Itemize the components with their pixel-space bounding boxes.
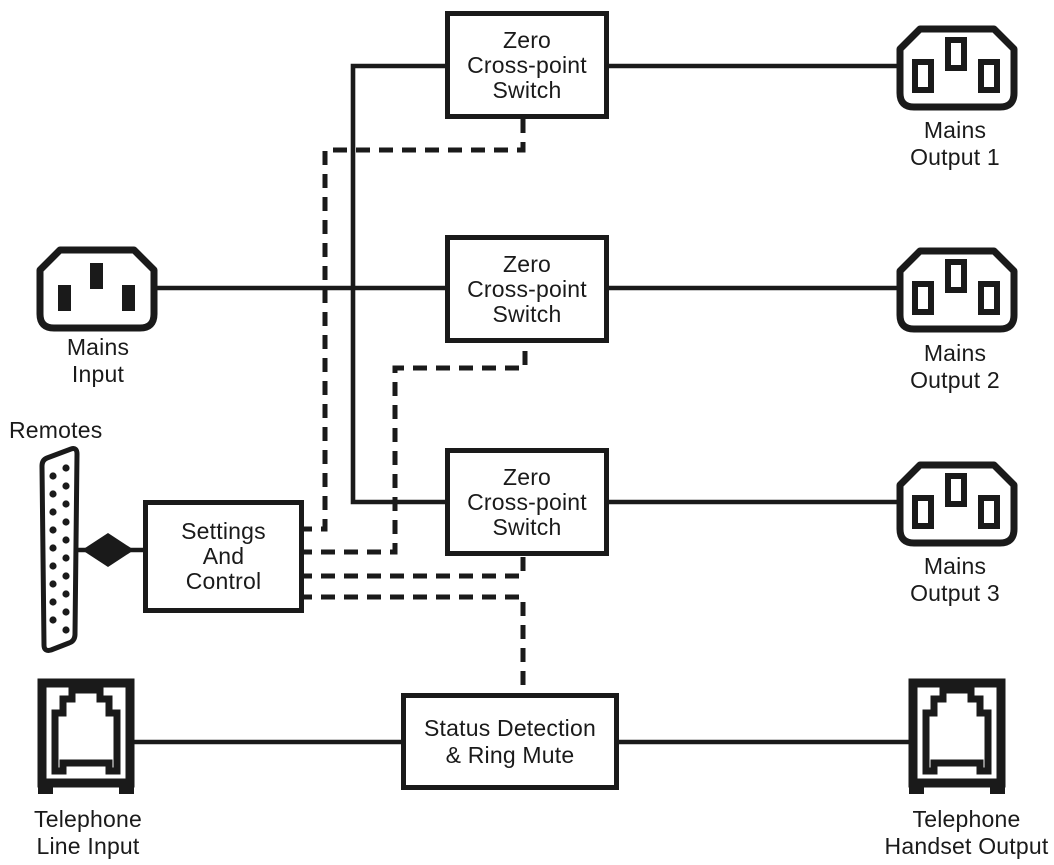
block-text-line: Zero (502, 26, 552, 53)
control-wire-status (298, 594, 526, 700)
block-text-line: Cross-point (467, 488, 587, 515)
label-line: Telephone (34, 806, 142, 832)
block-text-line: Cross-point (467, 51, 587, 78)
pin (978, 495, 1000, 529)
block-text-line: Switch (492, 513, 562, 540)
pin (945, 37, 967, 71)
control-wire-switch3 (298, 549, 526, 579)
label-line: Remotes (9, 417, 103, 443)
pin (978, 59, 1000, 93)
control-wire-switch2 (298, 336, 528, 555)
mains-output3-connector-icon (896, 461, 1018, 547)
arrow-left-icon (82, 533, 108, 567)
mains-output1-label: Mains Output 1 (890, 117, 1020, 171)
label-line: Input (71, 361, 125, 387)
mains-output3-label: Mains Output 3 (890, 553, 1020, 607)
mains-output2-connector-icon (896, 247, 1018, 333)
mains-input-label: Mains Input (38, 334, 158, 388)
block-text-line: Settings (181, 518, 266, 544)
telephone-handset-output-jack-icon (908, 678, 1006, 794)
block-text-line: Cross-point (467, 275, 587, 302)
label-line: Mains (66, 334, 130, 360)
block-text-line: Switch (492, 300, 562, 327)
block-text-line: Control (185, 568, 262, 594)
block-text-line: Status Detection (424, 714, 596, 741)
pin (945, 473, 967, 507)
label-line: Output 1 (910, 144, 1000, 170)
telephone-line-input-label: Telephone Line Input (27, 806, 149, 860)
mains-trunk-wire (350, 63, 460, 505)
telephone-handset-output-label: Telephone Handset Output (879, 806, 1054, 860)
pin (978, 281, 1000, 315)
block-text-line: Switch (492, 76, 562, 103)
label-line: Line Input (36, 833, 140, 859)
label-line: Output 2 (910, 367, 1000, 393)
block-text-line: Zero (502, 463, 552, 490)
label-line: Mains (923, 553, 987, 579)
block-text-line: & Ring Mute (445, 741, 575, 768)
pin (122, 285, 135, 311)
pin (58, 285, 71, 311)
label-line: Mains (923, 117, 987, 143)
remotes-dsub-connector-icon (39, 446, 80, 653)
label-line: Output 3 (910, 580, 1000, 606)
remotes-label: Remotes (9, 417, 129, 444)
pin (90, 263, 103, 289)
dsub-pins (49, 464, 70, 634)
mains-output1-connector-icon (896, 25, 1018, 111)
mains-input-connector-icon (36, 246, 158, 332)
label-line: Handset Output (884, 833, 1049, 859)
mains-output2-label: Mains Output 2 (890, 340, 1020, 394)
block-settings-and-control: Settings And Control (143, 500, 304, 613)
block-zero-crosspoint-switch-2: Zero Cross-point Switch (445, 235, 609, 343)
telephone-line-input-jack-icon (37, 678, 135, 794)
label-line: Telephone (912, 806, 1021, 832)
pin (945, 259, 967, 293)
pin (912, 281, 934, 315)
pin (912, 495, 934, 529)
arrow-right-icon (108, 533, 134, 567)
block-text-line: Zero (502, 250, 552, 277)
block-text-line: And (202, 543, 245, 569)
block-zero-crosspoint-switch-3: Zero Cross-point Switch (445, 448, 609, 556)
label-line: Mains (923, 340, 987, 366)
pin (912, 59, 934, 93)
block-status-detection-ring-mute: Status Detection & Ring Mute (401, 693, 619, 790)
block-zero-crosspoint-switch-1: Zero Cross-point Switch (445, 11, 609, 119)
